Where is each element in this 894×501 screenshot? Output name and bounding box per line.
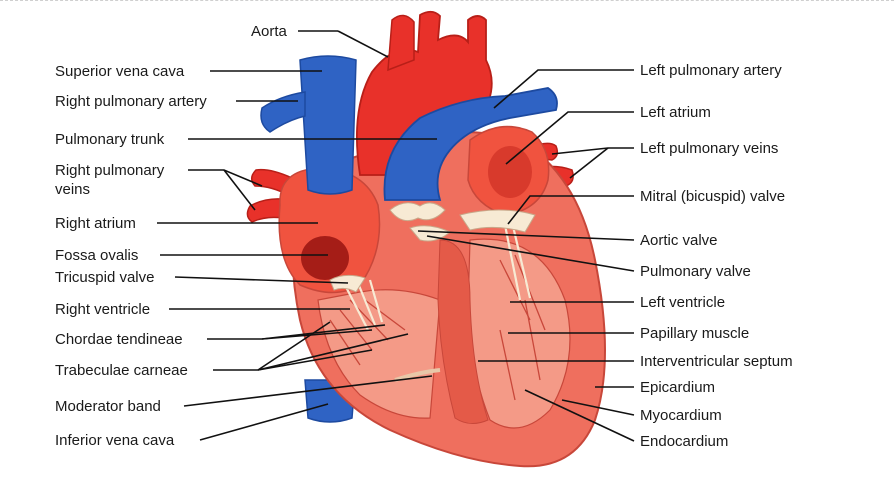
leader-right-pulmonary-veins-2 [223, 169, 256, 211]
label-chordae-tendineae: Chordae tendineae [55, 331, 183, 348]
label-left-pulmonary-artery: Left pulmonary artery [640, 62, 782, 79]
leader-aorta-2 [337, 30, 389, 58]
right-pulmonary-artery-shape [260, 91, 306, 133]
leader-left-pulmonary-veins-2 [569, 147, 609, 179]
leader-pulmonary-valve [426, 235, 635, 272]
leader-left-pulmonary-artery [493, 69, 634, 109]
label-epicardium: Epicardium [640, 379, 715, 396]
label-myocardium: Myocardium [640, 407, 722, 424]
moderator-band-shape [394, 368, 441, 382]
leader-moderator-band [183, 375, 433, 407]
leader-lines [157, 30, 635, 442]
label-superior-vena-cava: Superior vena cava [55, 63, 185, 80]
leader-chordae-tendineae-2 [261, 324, 386, 340]
label-pulmonary-valve: Pulmonary valve [640, 263, 751, 280]
label-right-pulmonary-artery: Right pulmonary artery [55, 93, 207, 110]
leader-tricuspid-valve [174, 276, 349, 284]
leader-inferior-vena-cava [199, 403, 329, 441]
label-left-pulmonary-veins: Left pulmonary veins [640, 140, 778, 157]
fossa-ovalis-shape [301, 236, 349, 280]
label-right-atrium: Right atrium [55, 215, 136, 232]
label-mitral-valve: Mitral (bicuspid) valve [640, 188, 785, 205]
mitral-valve-shape [459, 209, 536, 233]
leader-endocardium [524, 389, 635, 442]
pulmonary-trunk-shape [383, 87, 558, 201]
leader-left-atrium [505, 111, 634, 165]
labels-left: Aorta Superior vena cava Right pulmonary… [55, 23, 288, 449]
leader-mitral-valve [507, 195, 634, 225]
superior-vena-cava-shape [299, 55, 357, 195]
leader-trabeculae-carneae-2 [257, 349, 373, 371]
label-aorta: Aorta [251, 23, 288, 40]
label-endocardium: Endocardium [640, 433, 728, 450]
leader-left-pulmonary-veins [551, 147, 634, 155]
label-aortic-valve: Aortic valve [640, 232, 718, 249]
label-left-atrium: Left atrium [640, 104, 711, 121]
interventricular-septum-shape [437, 239, 489, 424]
label-right-ventricle: Right ventricle [55, 301, 150, 318]
aorta-branch-left [387, 14, 415, 72]
aortic-valve-shape [389, 202, 446, 222]
top-dashed-border [0, 0, 894, 1]
label-interventricular-septum: Interventricular septum [640, 353, 793, 370]
heart-illustration [246, 10, 606, 468]
label-tricuspid-valve: Tricuspid valve [55, 269, 154, 286]
leader-trabeculae-carneae-3 [257, 333, 409, 371]
label-moderator-band: Moderator band [55, 398, 161, 415]
label-fossa-ovalis: Fossa ovalis [55, 247, 138, 264]
leader-aortic-valve [417, 230, 635, 241]
label-trabeculae-carneae: Trabeculae carneae [55, 362, 188, 379]
label-left-ventricle: Left ventricle [640, 294, 725, 311]
label-inferior-vena-cava: Inferior vena cava [55, 432, 175, 449]
labels-right: Left pulmonary artery Left atrium Left p… [640, 62, 793, 450]
leader-myocardium [561, 399, 635, 416]
label-right-pulmonary-veins-line2: veins [55, 181, 90, 198]
label-papillary-muscle: Papillary muscle [640, 325, 749, 342]
label-right-pulmonary-veins-line1: Right pulmonary [55, 162, 165, 179]
label-pulmonary-trunk: Pulmonary trunk [55, 131, 165, 148]
left-atrium-inner [488, 146, 532, 198]
